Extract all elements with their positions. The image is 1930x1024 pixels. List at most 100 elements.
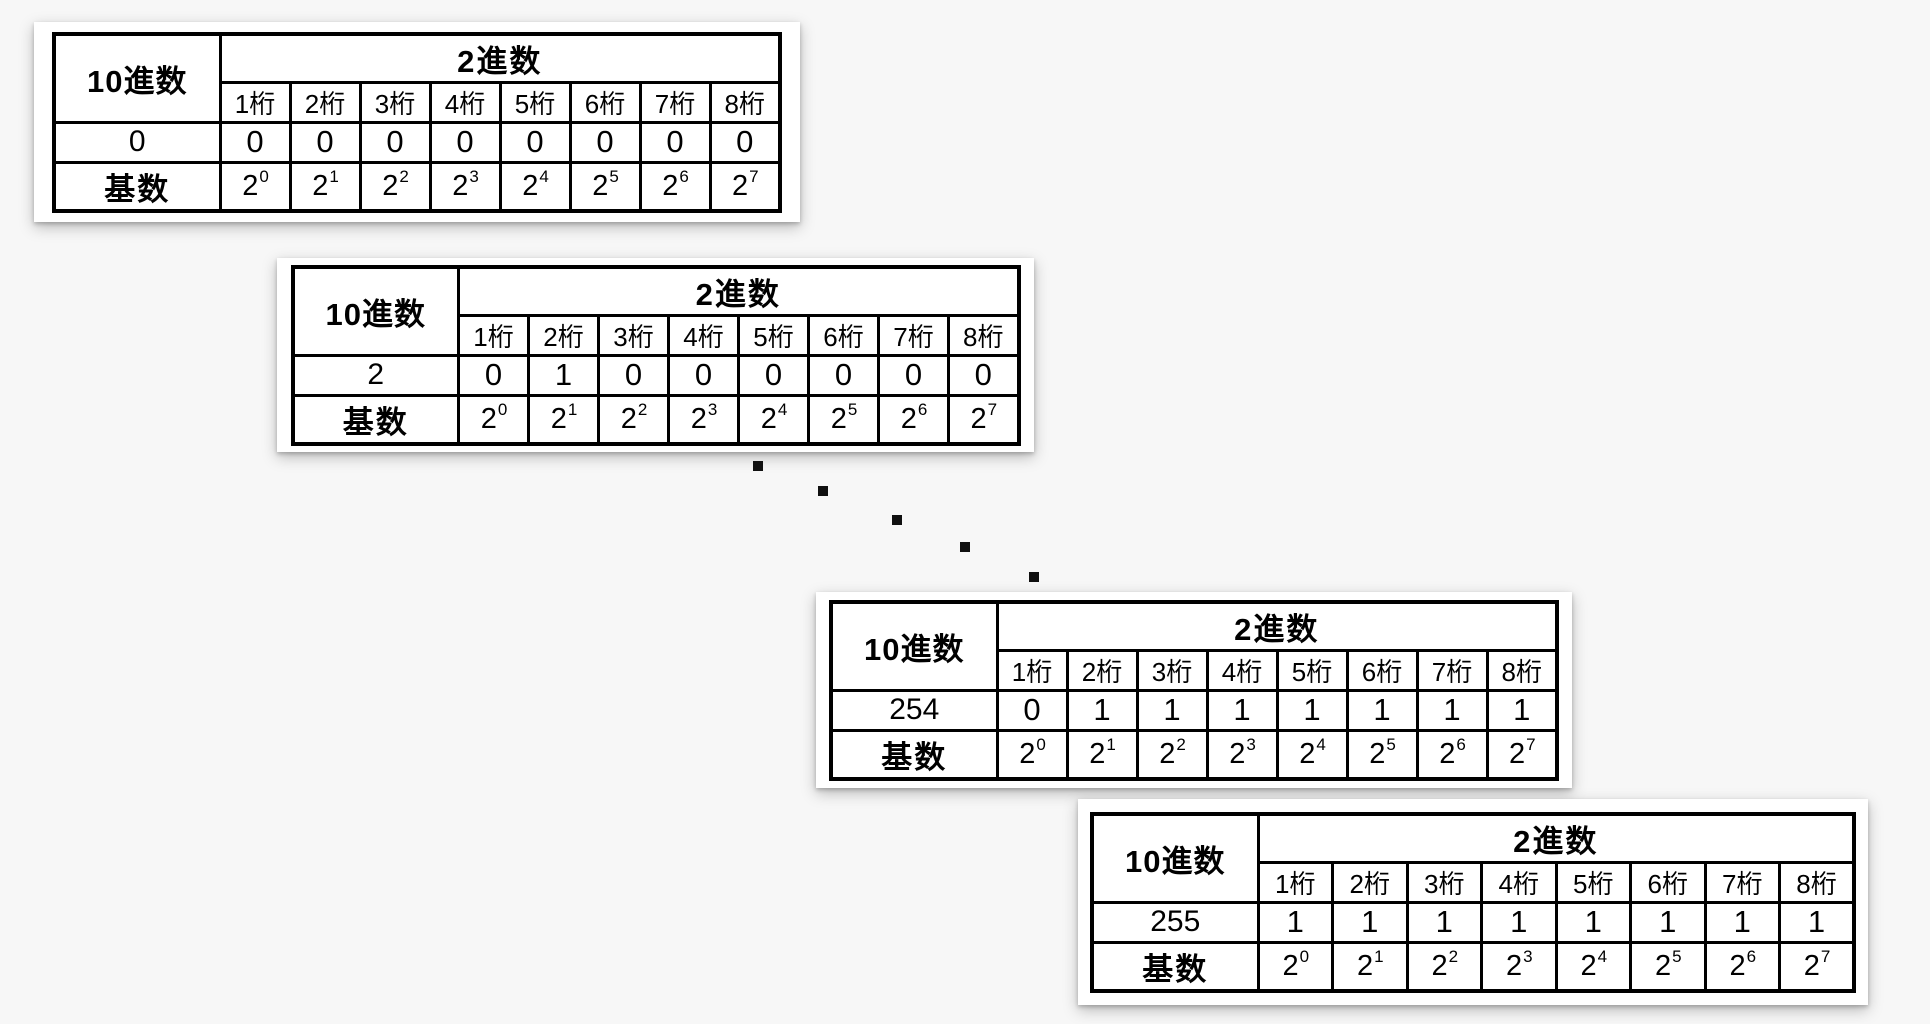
bit-cell: 0 bbox=[457, 353, 530, 397]
base-power-cell: 23 bbox=[1205, 728, 1279, 780]
bit-cell: 1 bbox=[1554, 900, 1632, 944]
digit-header-cell: 4桁 bbox=[1480, 860, 1558, 904]
bit-cell: 0 bbox=[807, 353, 880, 397]
digit-header-cell: 3桁 bbox=[358, 80, 432, 124]
digit-header-cell: 6桁 bbox=[1345, 648, 1419, 692]
conversion-table-card-254: 10進数 2進数 1桁 2桁 3桁 4桁 5桁 6桁 7桁 8桁 254 0 1… bbox=[816, 592, 1572, 788]
decimal-binary-table: 10進数 2進数 1桁 2桁 3桁 4桁 5桁 6桁 7桁 8桁 255 1 1… bbox=[1090, 811, 1856, 993]
base-power-cell: 25 bbox=[807, 393, 880, 445]
bit-cell: 0 bbox=[288, 120, 362, 164]
base-power-cell: 24 bbox=[737, 393, 810, 445]
base-power-cell: 27 bbox=[947, 393, 1020, 445]
binary-header-cell: 2進数 bbox=[995, 600, 1559, 652]
bit-cell: 1 bbox=[1480, 900, 1558, 944]
digit-header-cell: 6桁 bbox=[1629, 860, 1707, 904]
digit-header-cell: 1桁 bbox=[457, 313, 530, 357]
digit-header-cell: 7桁 bbox=[638, 80, 712, 124]
base-power-cell: 25 bbox=[1345, 728, 1419, 780]
bit-cell: 0 bbox=[667, 353, 740, 397]
base-power-cell: 25 bbox=[1629, 940, 1707, 992]
bit-cell: 1 bbox=[1275, 688, 1349, 732]
bit-cell: 0 bbox=[218, 120, 292, 164]
digit-header-cell: 2桁 bbox=[1331, 860, 1409, 904]
base-power-cell: 20 bbox=[1256, 940, 1334, 992]
bit-cell: 1 bbox=[1415, 688, 1489, 732]
binary-header-cell: 2進数 bbox=[218, 32, 782, 84]
ellipsis-dot bbox=[960, 542, 970, 552]
decimal-value-cell: 0 bbox=[52, 120, 222, 164]
decimal-value-cell: 2 bbox=[291, 353, 460, 397]
binary-header-cell: 2進数 bbox=[1256, 812, 1856, 864]
digit-header-cell: 6桁 bbox=[568, 80, 642, 124]
bit-cell: 1 bbox=[1256, 900, 1334, 944]
bit-cell: 1 bbox=[1205, 688, 1279, 732]
base-power-cell: 22 bbox=[1405, 940, 1483, 992]
decimal-binary-table: 10進数 2進数 1桁 2桁 3桁 4桁 5桁 6桁 7桁 8桁 0 0 0 0… bbox=[52, 31, 782, 213]
base-power-cell: 21 bbox=[288, 160, 362, 212]
base-power-cell: 27 bbox=[1778, 940, 1856, 992]
base-power-cell: 24 bbox=[1554, 940, 1632, 992]
base-power-cell: 20 bbox=[218, 160, 292, 212]
decimal-header-cell: 10進数 bbox=[829, 600, 999, 692]
base-label-cell: 基数 bbox=[52, 160, 222, 212]
base-power-cell: 21 bbox=[527, 393, 600, 445]
base-power-cell: 24 bbox=[498, 160, 572, 212]
digit-header-cell: 7桁 bbox=[1415, 648, 1489, 692]
base-power-cell: 25 bbox=[568, 160, 642, 212]
base-power-cell: 22 bbox=[1135, 728, 1209, 780]
digit-header-cell: 4桁 bbox=[667, 313, 740, 357]
ellipsis-dot bbox=[818, 486, 828, 496]
digit-header-cell: 8桁 bbox=[1778, 860, 1856, 904]
base-power-cell: 20 bbox=[995, 728, 1069, 780]
base-power-cell: 20 bbox=[457, 393, 530, 445]
bit-cell: 0 bbox=[568, 120, 642, 164]
binary-header-cell: 2進数 bbox=[457, 265, 1020, 317]
base-power-cell: 26 bbox=[877, 393, 950, 445]
base-power-cell: 22 bbox=[597, 393, 670, 445]
base-power-cell: 21 bbox=[1331, 940, 1409, 992]
bit-cell: 0 bbox=[995, 688, 1069, 732]
digit-header-cell: 2桁 bbox=[288, 80, 362, 124]
digit-header-cell: 3桁 bbox=[597, 313, 670, 357]
bit-cell: 1 bbox=[1065, 688, 1139, 732]
digit-header-cell: 3桁 bbox=[1135, 648, 1209, 692]
conversion-table-card-0: 10進数 2進数 1桁 2桁 3桁 4桁 5桁 6桁 7桁 8桁 0 0 0 0… bbox=[34, 22, 800, 222]
digit-header-cell: 8桁 bbox=[708, 80, 782, 124]
digit-header-cell: 2桁 bbox=[527, 313, 600, 357]
bit-cell: 0 bbox=[737, 353, 810, 397]
bit-cell: 0 bbox=[498, 120, 572, 164]
base-power-cell: 27 bbox=[1485, 728, 1559, 780]
base-power-cell: 21 bbox=[1065, 728, 1139, 780]
conversion-table-card-2: 10進数 2進数 1桁 2桁 3桁 4桁 5桁 6桁 7桁 8桁 2 0 1 0… bbox=[277, 258, 1034, 452]
digit-header-cell: 2桁 bbox=[1065, 648, 1139, 692]
base-power-cell: 22 bbox=[358, 160, 432, 212]
bit-cell: 1 bbox=[1778, 900, 1856, 944]
bit-cell: 0 bbox=[428, 120, 502, 164]
digit-header-cell: 5桁 bbox=[1275, 648, 1349, 692]
digit-header-cell: 8桁 bbox=[1485, 648, 1559, 692]
bit-cell: 0 bbox=[638, 120, 712, 164]
bit-cell: 1 bbox=[1405, 900, 1483, 944]
digit-header-cell: 3桁 bbox=[1405, 860, 1483, 904]
base-power-cell: 26 bbox=[638, 160, 712, 212]
digit-header-cell: 1桁 bbox=[995, 648, 1069, 692]
ellipsis-dot bbox=[753, 461, 763, 471]
base-power-cell: 26 bbox=[1415, 728, 1489, 780]
decimal-header-cell: 10進数 bbox=[1090, 812, 1260, 904]
digit-header-cell: 1桁 bbox=[218, 80, 292, 124]
digit-header-cell: 1桁 bbox=[1256, 860, 1334, 904]
base-power-cell: 23 bbox=[667, 393, 740, 445]
bit-cell: 1 bbox=[1703, 900, 1781, 944]
digit-header-cell: 4桁 bbox=[428, 80, 502, 124]
ellipsis-dot bbox=[892, 515, 902, 525]
bit-cell: 1 bbox=[1629, 900, 1707, 944]
digit-header-cell: 5桁 bbox=[1554, 860, 1632, 904]
base-power-cell: 24 bbox=[1275, 728, 1349, 780]
bit-cell: 1 bbox=[1345, 688, 1419, 732]
bit-cell: 1 bbox=[1331, 900, 1409, 944]
bit-cell: 0 bbox=[877, 353, 950, 397]
base-power-cell: 23 bbox=[428, 160, 502, 212]
bit-cell: 0 bbox=[947, 353, 1020, 397]
bit-cell: 1 bbox=[527, 353, 600, 397]
digit-header-cell: 4桁 bbox=[1205, 648, 1279, 692]
